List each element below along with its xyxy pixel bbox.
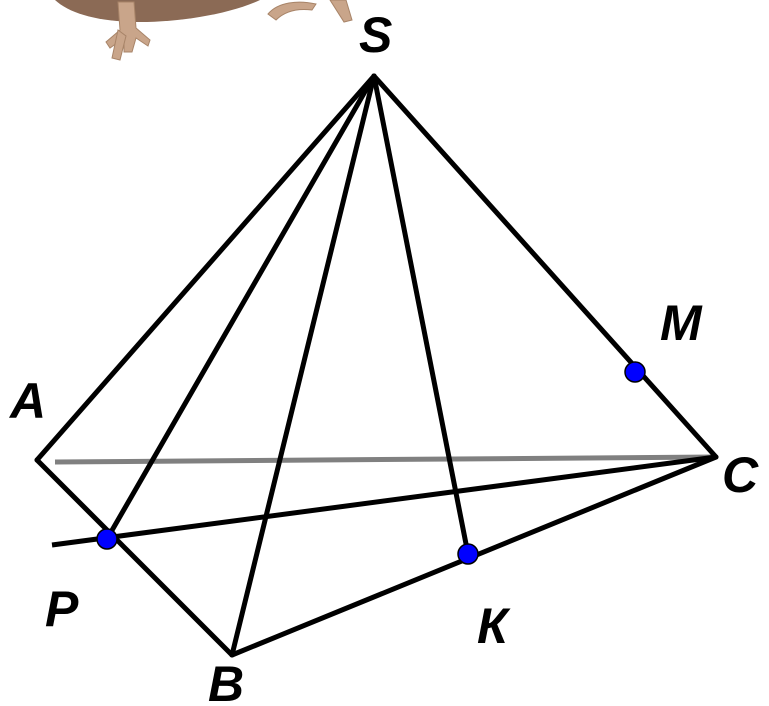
edge-SC: [371, 73, 719, 460]
label-P: P: [45, 581, 79, 637]
segment-SP: [104, 73, 377, 542]
point-K-dot: [457, 543, 479, 565]
point-P-dot: [96, 528, 118, 550]
label-B: B: [208, 656, 244, 706]
edge-SA: [34, 73, 377, 463]
segment-SK: [371, 73, 471, 557]
label-S: S: [359, 7, 392, 63]
edge-AB: [34, 457, 235, 658]
label-M: M: [660, 295, 703, 351]
line-PC: [51, 454, 717, 548]
label-C: C: [722, 447, 759, 503]
edge-SB: [229, 73, 377, 658]
edge-AC: [54, 454, 717, 465]
point-M-dot: [624, 361, 646, 383]
label-K: К: [477, 598, 511, 654]
bird-feet-icon: [55, 0, 353, 61]
label-A: A: [8, 373, 46, 429]
